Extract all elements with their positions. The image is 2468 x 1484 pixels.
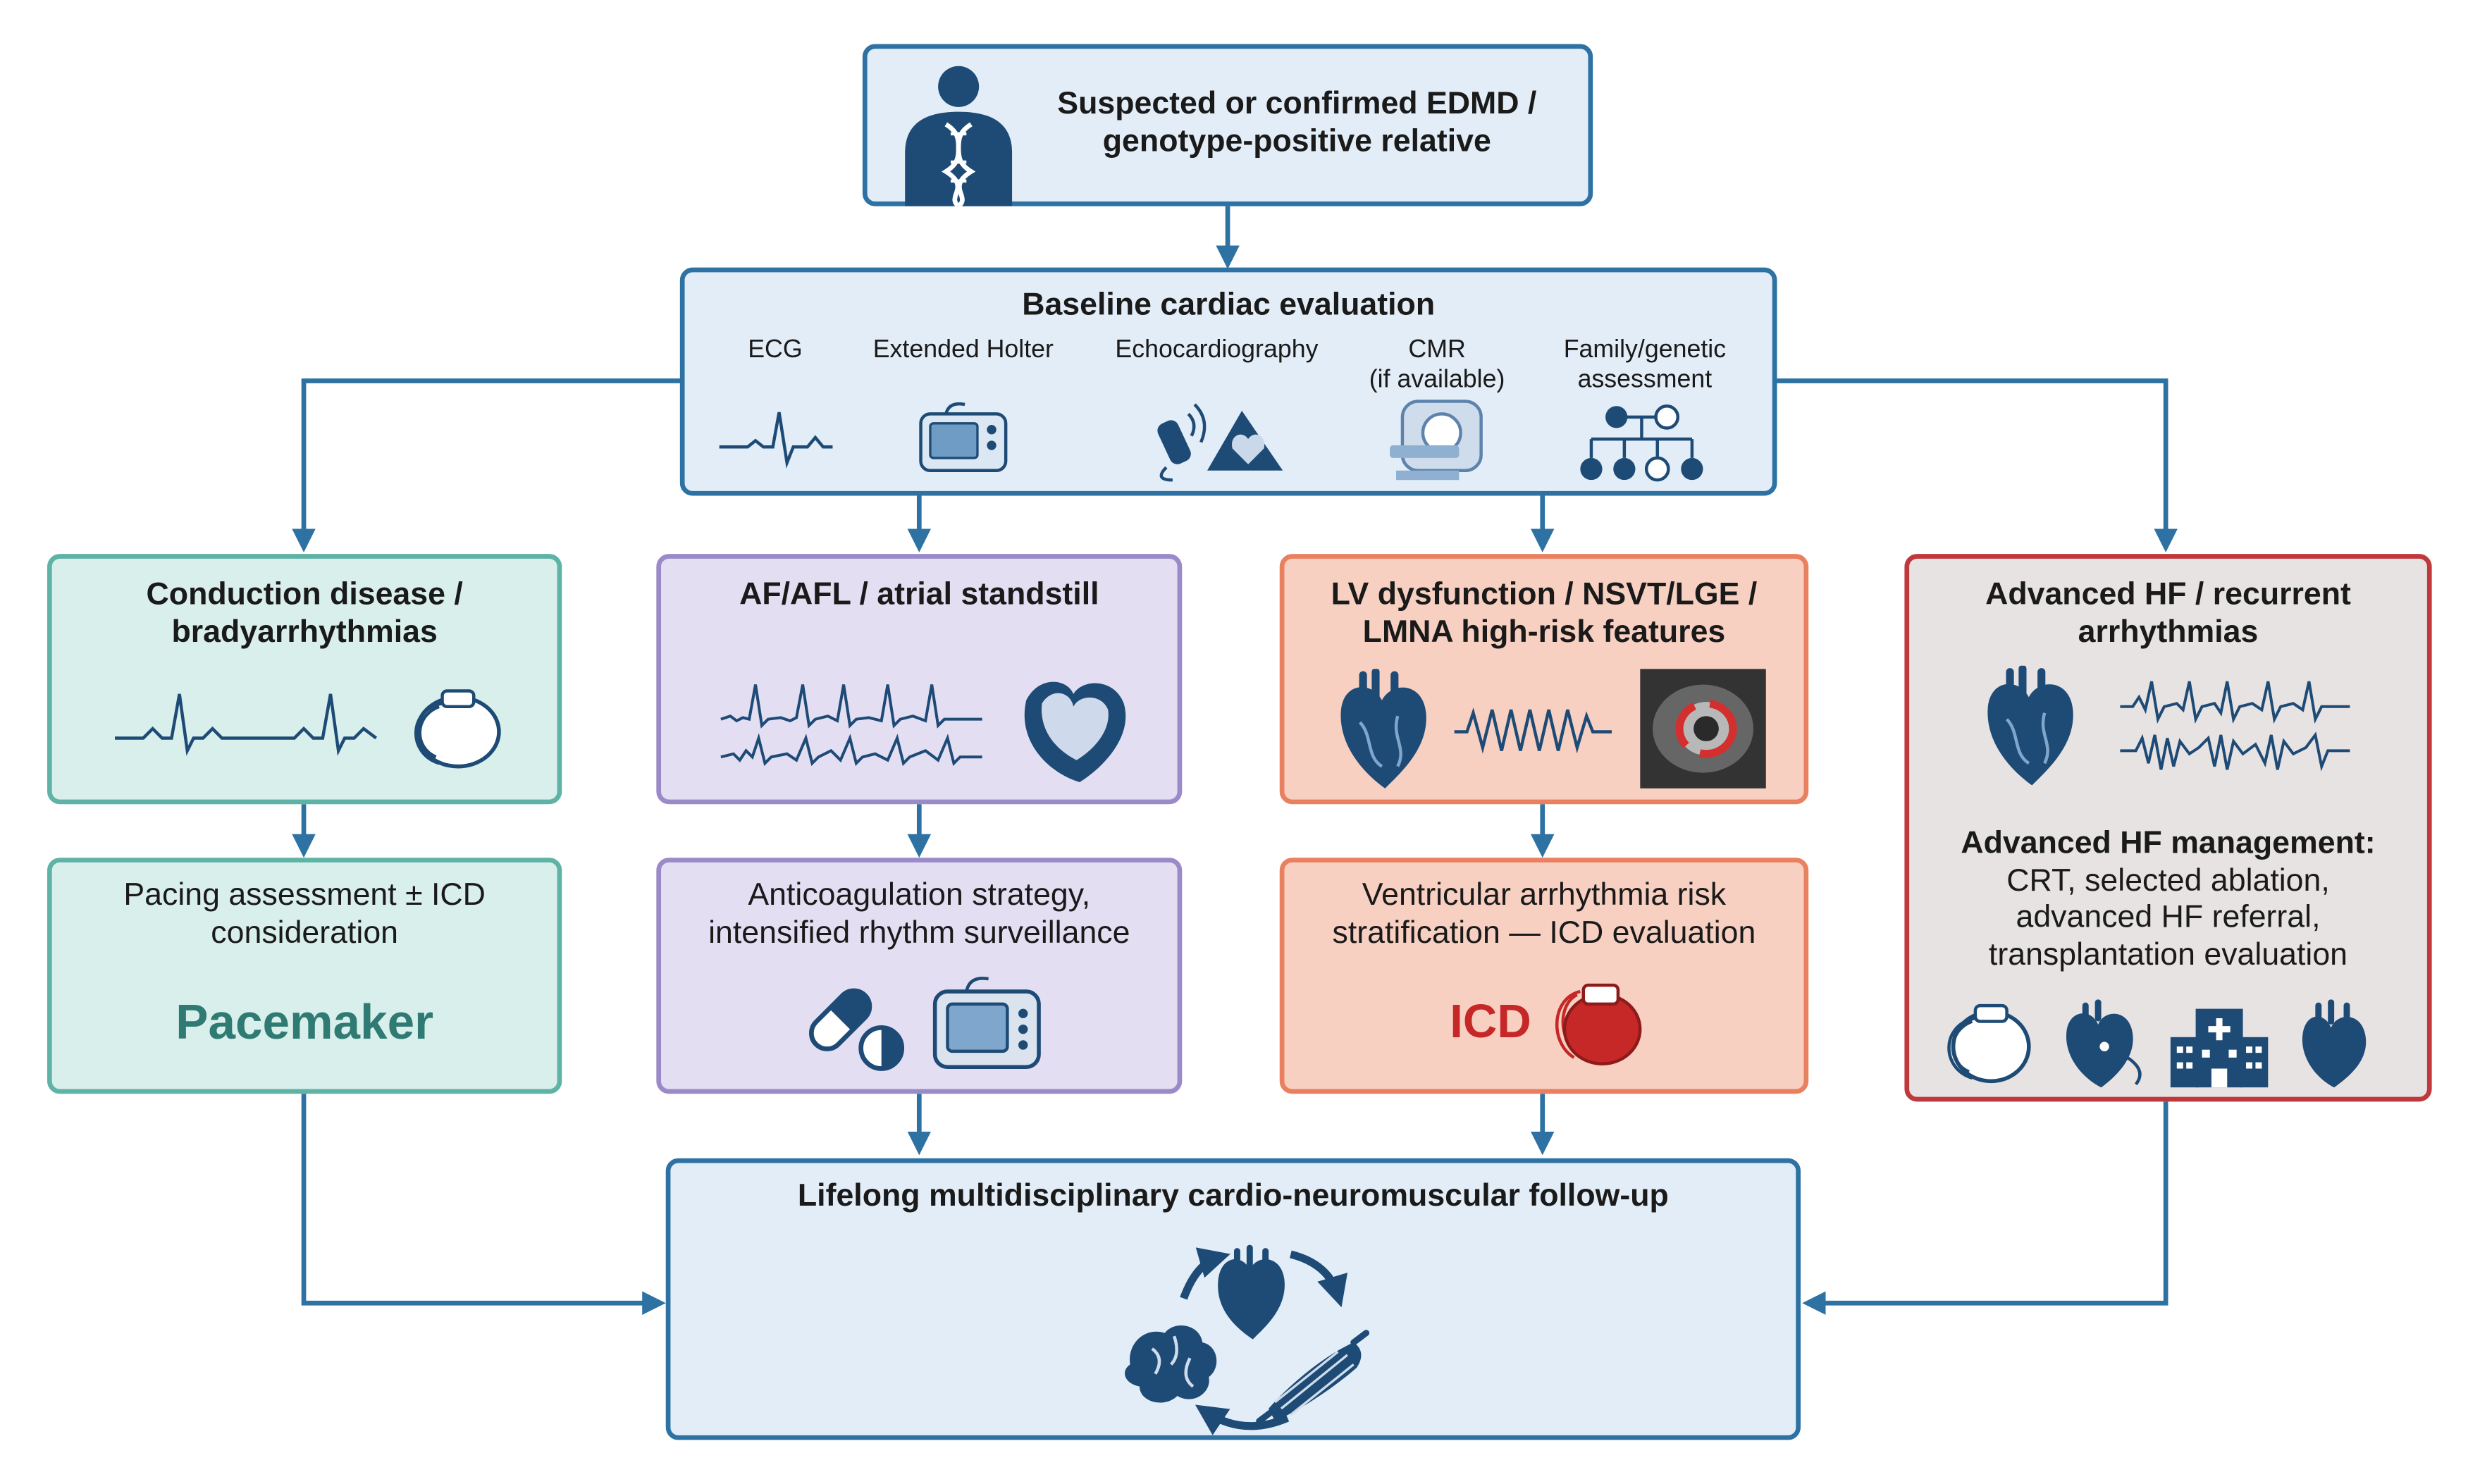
- pill-icon: [809, 988, 905, 1071]
- arrow-baseline-to-col1: [292, 378, 684, 552]
- advanced-hf-title-line-2: arrhythmias: [2078, 614, 2259, 650]
- followup-box: Lifelong multidisciplinary cardio-neurom…: [665, 1158, 1801, 1440]
- heart-atria-icon: [1024, 681, 1126, 782]
- cmr-lge-image-icon: [1640, 669, 1766, 789]
- conduction-title-line-1: Conduction disease /: [146, 577, 463, 612]
- ecg-trace-icon: [719, 412, 833, 469]
- ablation-catheter-heart-icon: [2066, 999, 2142, 1088]
- pacing-action-line-2: consideration: [211, 915, 399, 951]
- heart-icon: [1340, 669, 1426, 789]
- family-label: Family/genetic: [1563, 336, 1727, 364]
- transplant-heart-icon: [2302, 999, 2367, 1088]
- hospital-icon: [2170, 1008, 2269, 1088]
- anticoagulation-line-2: intensified rhythm surveillance: [708, 915, 1130, 951]
- baseline-title: Baseline cardiac evaluation: [1022, 287, 1436, 323]
- monitor-icon: [932, 977, 1041, 1070]
- ventricular-risk-line-1: Ventricular arrhythmia risk: [1362, 878, 1727, 913]
- followup-title: Lifelong multidisciplinary cardio-neurom…: [797, 1178, 1669, 1213]
- entry-line-1: Suspected or confirmed EDMD /: [1057, 86, 1537, 121]
- entry-title: Suspected or confirmed EDMD / genotype-p…: [1025, 87, 1569, 161]
- baseline-label-family: Family/genetic assessment: [1535, 337, 1756, 396]
- pacemaker-label: Pacemaker: [175, 994, 434, 1050]
- entry-box: Suspected or confirmed EDMD / genotype-p…: [862, 44, 1593, 206]
- advanced-hf-title-line-1: Advanced HF / recurrent: [1985, 577, 2351, 612]
- ventricular-risk-box: Ventricular arrhythmia risk stratificati…: [1279, 858, 1809, 1094]
- nsvt-wave-icon: [1454, 707, 1612, 754]
- ventricular-risk-text: Ventricular arrhythmia risk stratificati…: [1284, 878, 1803, 952]
- cycle-arrows-icon: [1125, 1244, 1370, 1435]
- conduction-title-line-2: bradyarrhythmias: [171, 614, 438, 650]
- lv-title: LV dysfunction / NSVT/LGE / LMNA high-ri…: [1284, 578, 1803, 652]
- heart-icon: [1218, 1244, 1285, 1340]
- mri-scanner-icon: [1390, 400, 1483, 481]
- baseline-evaluation-box: Baseline cardiac evaluation ECG Extended…: [679, 267, 1777, 496]
- arrow-baseline-to-col4: [1774, 378, 2178, 552]
- pedigree-icon: [1580, 404, 1703, 482]
- pacemaker-icon: [414, 689, 501, 769]
- entry-line-2: genotype-positive relative: [1102, 123, 1491, 159]
- advanced-hf-mgmt-line-1: CRT, selected ablation,: [2006, 863, 2330, 898]
- muscle-icon: [1256, 1330, 1370, 1425]
- af-box: AF/AFL / atrial standstill: [656, 554, 1183, 805]
- advanced-hf-mgmt-line-3: transplantation evaluation: [1988, 937, 2348, 972]
- arrow-col1-to-followup: [301, 1094, 666, 1316]
- af-title: AF/AFL / atrial standstill: [739, 577, 1099, 612]
- brain-icon: [1125, 1325, 1217, 1403]
- person-dna-icon: [905, 66, 1013, 206]
- bradycardia-ecg-icon: [115, 693, 378, 756]
- anticoagulation-line-1: Anticoagulation strategy,: [748, 878, 1091, 913]
- family-sublabel: assessment: [1577, 366, 1713, 394]
- crt-device-icon: [1947, 1003, 2031, 1084]
- icd-label: ICD: [1450, 996, 1531, 1049]
- conduction-title: Conduction disease / bradyarrhythmias: [52, 578, 557, 652]
- advanced-hf-mgmt-line-2: advanced HF referral,: [2016, 900, 2321, 936]
- cmr-label: CMR: [1408, 336, 1466, 364]
- baseline-label-echo: Echocardiography: [1115, 336, 1319, 364]
- baseline-label-holter: Extended Holter: [872, 336, 1054, 364]
- atrial-fibrillation-ecg-icon: [720, 684, 982, 767]
- anticoagulation-text: Anticoagulation strategy, intensified rh…: [661, 878, 1178, 952]
- anticoagulation-box: Anticoagulation strategy, intensified rh…: [656, 858, 1183, 1094]
- holter-monitor-icon: [919, 402, 1008, 473]
- lv-dysfunction-box: LV dysfunction / NSVT/LGE / LMNA high-ri…: [1279, 554, 1809, 805]
- advanced-hf-title: Advanced HF / recurrent arrhythmias: [1909, 578, 2427, 652]
- pacing-action-box: Pacing assessment ± ICD consideration Pa…: [47, 858, 562, 1094]
- advanced-hf-mgmt-title: Advanced HF management:: [1961, 826, 2376, 861]
- pacing-action-line-1: Pacing assessment ± ICD: [123, 878, 486, 913]
- advanced-hf-management: Advanced HF management: CRT, selected ab…: [1909, 827, 2427, 975]
- arrow-col4-to-followup: [1802, 1101, 2168, 1316]
- heart-icon: [1987, 665, 2073, 786]
- conduction-disease-box: Conduction disease / bradyarrhythmias: [47, 554, 562, 805]
- advanced-hf-box: Advanced HF / recurrent arrhythmias Adva…: [1904, 554, 2432, 1102]
- icd-device-icon: [1555, 983, 1642, 1066]
- cmr-sublabel: (if available): [1369, 366, 1505, 394]
- lv-title-line-1: LV dysfunction / NSVT/LGE /: [1331, 577, 1758, 612]
- ventricular-risk-line-2: stratification — ICD evaluation: [1332, 915, 1756, 951]
- baseline-label-cmr: CMR (if available): [1343, 337, 1531, 396]
- pacing-action-text: Pacing assessment ± ICD consideration: [52, 878, 557, 952]
- echo-probe-icon: [1157, 403, 1283, 482]
- arrhythmia-ecg-icon: [2120, 681, 2350, 772]
- lv-title-line-2: LMNA high-risk features: [1362, 614, 1726, 650]
- baseline-label-ecg: ECG: [748, 336, 803, 364]
